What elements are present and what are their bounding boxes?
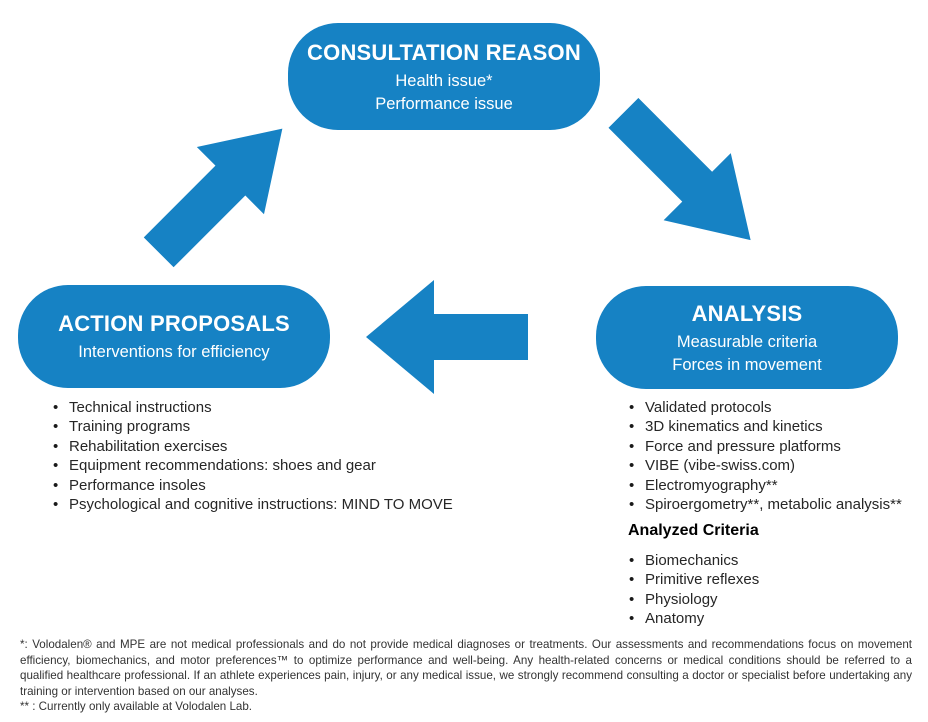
analyzed-criteria-section: Analyzed Criteria Biomechanics Primitive… [628,522,924,629]
list-item: Electromyography** [628,476,924,496]
list-item: Primitive reflexes [628,570,924,590]
list-item: 3D kinematics and kinetics [628,417,924,437]
list-item: Biomechanics [628,551,924,571]
node-title: ACTION PROPOSALS [58,310,290,336]
list-item: Rehabilitation exercises [52,437,482,457]
node-title: ANALYSIS [691,300,803,326]
arrow-left-icon [366,280,528,394]
footnotes: *: Volodalen® and MPE are not medical pr… [20,637,912,715]
arrow-up-right-icon [125,95,316,286]
footnote-availability: ** : Currently only available at Volodal… [20,700,253,713]
arrow-down-right-icon [590,79,784,273]
analyzed-criteria-list: Biomechanics Primitive reflexes Physiolo… [628,551,924,629]
node-subtitle: Interventions for efficiency [78,343,270,362]
node-consultation-reason: CONSULTATION REASON Health issue* Perfor… [288,23,600,130]
node-subtitle: Health issue* [395,72,493,91]
analysis-methods-list: Validated protocols 3D kinematics and ki… [628,398,924,515]
list-item: Spiroergometry**, metabolic analysis** [628,495,924,515]
list-item: VIBE (vibe-swiss.com) [628,456,924,476]
footnote-disclaimer: *: Volodalen® and MPE are not medical pr… [20,638,912,698]
node-action-proposals: ACTION PROPOSALS Interventions for effic… [18,285,330,388]
action-proposals-list: Technical instructions Training programs… [52,398,482,515]
list-item: Physiology [628,590,924,610]
list-item: Performance insoles [52,476,482,496]
node-subtitle: Measurable criteria [676,333,818,352]
node-title: CONSULTATION REASON [307,39,581,65]
node-subtitle: Forces in movement [672,355,822,374]
list-item: Equipment recommendations: shoes and gea… [52,456,482,476]
node-subtitle: Performance issue [375,94,513,113]
list-item: Technical instructions [52,398,482,418]
list-item: Psychological and cognitive instructions… [52,495,482,515]
analyzed-criteria-heading: Analyzed Criteria [628,522,759,539]
list-item: Validated protocols [628,398,924,418]
list-item: Anatomy [628,609,924,629]
list-item: Force and pressure platforms [628,437,924,457]
list-item: Training programs [52,417,482,437]
node-analysis: ANALYSIS Measurable criteria Forces in m… [596,286,898,389]
